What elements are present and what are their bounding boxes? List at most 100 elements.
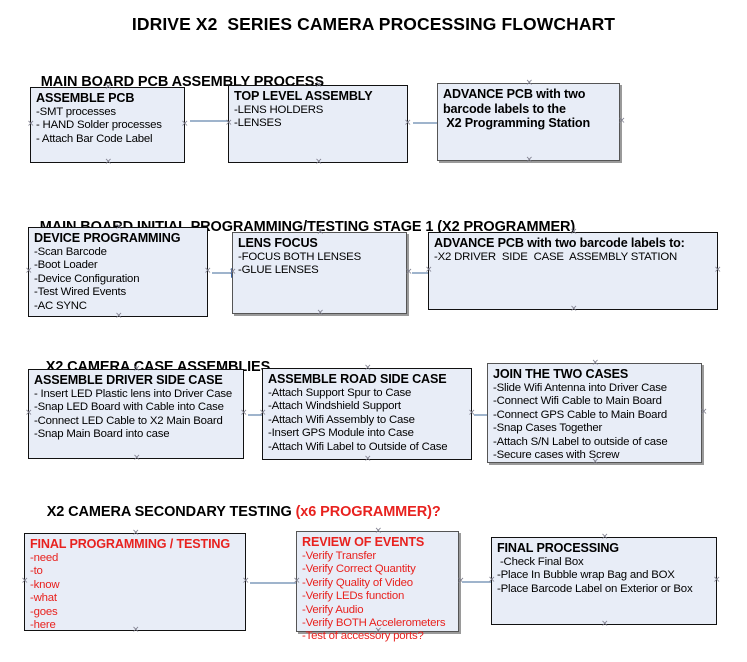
resize-handle-bottom[interactable] bbox=[601, 621, 608, 628]
box-line: -goes bbox=[30, 605, 58, 618]
box-title: FINAL PROGRAMMING / TESTING bbox=[30, 537, 231, 551]
resize-handle-bottom[interactable] bbox=[115, 313, 122, 320]
resize-handle-right[interactable] bbox=[405, 269, 412, 276]
box-line: -AC SYNC bbox=[34, 299, 87, 312]
resize-handle-bottom[interactable] bbox=[526, 157, 533, 164]
resize-handle-right[interactable] bbox=[714, 267, 721, 274]
box-line: -what bbox=[30, 592, 57, 605]
box-line: - HAND Solder processes bbox=[36, 119, 162, 132]
flow-box-assemble-pcb[interactable]: ASSEMBLE PCB -SMT processes - HAND Solde… bbox=[30, 87, 185, 163]
resize-handle-right[interactable] bbox=[181, 121, 188, 128]
box-line: -GLUE LENSES bbox=[238, 264, 319, 277]
flow-box-advance-pcb-to-driver-side-case[interactable]: ADVANCE PCB with two barcode labels to: … bbox=[428, 232, 718, 310]
box-line: -Attach Windshield Support bbox=[268, 400, 401, 413]
box-line: -Place In Bubble wrap Bag and BOX bbox=[497, 569, 675, 582]
box-line: -Verify BOTH Accelerometers bbox=[302, 617, 446, 630]
resize-handle-top[interactable] bbox=[601, 534, 608, 541]
box-title: ADVANCE PCB with two barcode labels to: bbox=[434, 236, 685, 250]
box-line: -Verify Transfer bbox=[302, 549, 377, 562]
box-line: -Attach S/N Label to outside of case bbox=[493, 435, 668, 448]
resize-handle-right[interactable] bbox=[700, 409, 707, 416]
flow-box-join-the-two-cases[interactable]: JOIN THE TWO CASES -Slide Wifi Antenna i… bbox=[487, 363, 702, 463]
box-title: DEVICE PROGRAMMING bbox=[34, 231, 181, 245]
resize-handle-top[interactable] bbox=[364, 365, 371, 372]
box-line: -Snap Cases Together bbox=[493, 422, 603, 435]
box-line: -Insert GPS Module into Case bbox=[268, 427, 414, 440]
flow-box-advance-pcb-to-programming-station[interactable]: ADVANCE PCB with two barcode labels to t… bbox=[437, 83, 620, 161]
box-line: -Verify LEDs function bbox=[302, 590, 405, 603]
section-heading-accent: (x6 PROGRAMMER)? bbox=[295, 504, 441, 520]
resize-handle-right[interactable] bbox=[713, 577, 720, 584]
box-line: -X2 DRIVER SIDE CASE ASSEMBLY STATION bbox=[434, 250, 678, 263]
box-line: -LENS HOLDERS bbox=[234, 103, 324, 116]
box-line: -Boot Loader bbox=[34, 259, 98, 272]
box-line: - Attach Bar Code Label bbox=[36, 132, 153, 145]
box-title: FINAL PROCESSING bbox=[497, 541, 619, 555]
box-line: -need bbox=[30, 551, 59, 564]
box-line: -Verify Audio bbox=[302, 603, 364, 616]
connector-arrow-review-of-events-to-final-processing bbox=[462, 577, 501, 587]
box-line: -Connect LED Cable to X2 Main Board bbox=[34, 414, 223, 427]
connector-arrow-final-programming-to-review-of-events bbox=[250, 578, 305, 588]
flow-box-assemble-driver-side-case[interactable]: ASSEMBLE DRIVER SIDE CASE - Insert LED P… bbox=[28, 369, 244, 459]
box-line: -Scan Barcode bbox=[34, 245, 107, 258]
box-line: -Attach Support Spur to Case bbox=[268, 386, 412, 399]
resize-handle-left[interactable] bbox=[25, 410, 32, 417]
box-line: -Check Final Box bbox=[497, 555, 584, 568]
box-line: -Connect GPS Cable to Main Board bbox=[493, 408, 668, 421]
box-line: -Verify Quality of Video bbox=[302, 576, 413, 589]
box-line: -Slide Wifi Antenna into Driver Case bbox=[493, 381, 667, 394]
box-line: -FOCUS BOTH LENSES bbox=[238, 250, 361, 263]
flow-box-assemble-road-side-case[interactable]: ASSEMBLE ROAD SIDE CASE -Attach Support … bbox=[262, 368, 472, 460]
box-line: -Test Wired Events bbox=[34, 286, 126, 299]
resize-handle-bottom[interactable] bbox=[570, 306, 577, 313]
flow-box-final-programming-testing[interactable]: FINAL PROGRAMMING / TESTING -need -to -k… bbox=[24, 533, 246, 631]
flow-box-lens-focus[interactable]: LENS FOCUS -FOCUS BOTH LENSES -GLUE LENS… bbox=[232, 232, 407, 314]
flow-box-device-programming[interactable]: DEVICE PROGRAMMING -Scan Barcode -Boot L… bbox=[28, 227, 208, 317]
resize-handle-top[interactable] bbox=[592, 360, 599, 367]
box-line: -Connect Wifi Cable to Main Board bbox=[493, 395, 662, 408]
box-line: -Verify Correct Quantity bbox=[302, 563, 416, 576]
box-line: -know bbox=[30, 578, 60, 591]
box-title: TOP LEVEL ASSEMBLY bbox=[234, 89, 373, 103]
box-line: -Place Barcode Label on Exterior or Box bbox=[497, 582, 693, 595]
box-line: -to bbox=[30, 565, 43, 578]
resize-handle-bottom[interactable] bbox=[317, 310, 324, 317]
box-title: ADVANCE PCB with two bbox=[443, 87, 586, 101]
section-heading-x2-camera-secondary-testing: X2 CAMERA SECONDARY TESTING (x6 PROGRAMM… bbox=[31, 488, 441, 536]
box-line: -Snap LED Board with Cable into Case bbox=[34, 401, 224, 414]
box-title: ASSEMBLE DRIVER SIDE CASE bbox=[34, 373, 223, 387]
box-title: ASSEMBLE PCB bbox=[36, 91, 135, 105]
resize-handle-left[interactable] bbox=[25, 268, 32, 275]
flow-box-top-level-assembly[interactable]: TOP LEVEL ASSEMBLY -LENS HOLDERS -LENSES bbox=[228, 85, 408, 163]
box-line: -SMT processes bbox=[36, 105, 116, 118]
resize-handle-bottom[interactable] bbox=[105, 159, 112, 166]
box-title: LENS FOCUS bbox=[238, 236, 318, 250]
box-title-line2: barcode labels to the bbox=[443, 101, 566, 116]
resize-handle-right[interactable] bbox=[618, 118, 625, 125]
box-title: JOIN THE TWO CASES bbox=[493, 367, 629, 381]
flow-box-review-of-events[interactable]: REVIEW OF EVENTS -Verify Transfer -Verif… bbox=[296, 531, 459, 642]
resize-handle-right[interactable] bbox=[240, 410, 247, 417]
resize-handle-left[interactable] bbox=[21, 578, 28, 585]
flow-box-final-processing[interactable]: FINAL PROCESSING -Check Final Box -Place… bbox=[491, 537, 717, 625]
resize-handle-left[interactable] bbox=[27, 121, 34, 128]
box-line: -Snap Main Board into case bbox=[34, 428, 170, 441]
box-title-line3: X2 Programming Station bbox=[443, 116, 590, 130]
resize-handle-bottom[interactable] bbox=[364, 456, 371, 463]
box-line: -Attach Wifi Label to Outside of Case bbox=[268, 440, 448, 453]
box-title: REVIEW OF EVENTS bbox=[302, 535, 425, 549]
resize-handle-right[interactable] bbox=[204, 268, 211, 275]
box-line: -Attach Wifi Assembly to Case bbox=[268, 413, 415, 426]
resize-handle-right[interactable] bbox=[404, 120, 411, 127]
resize-handle-bottom[interactable] bbox=[315, 159, 322, 166]
connector-arrow-device-programming-to-lens-focus bbox=[212, 268, 239, 278]
section-heading-text: X2 CAMERA SECONDARY TESTING bbox=[46, 504, 296, 520]
page-title: IDRIVE X2 SERIES CAMERA PROCESSING FLOWC… bbox=[131, 14, 616, 34]
box-line: -Device Configuration bbox=[34, 272, 140, 285]
resize-handle-top[interactable] bbox=[526, 80, 533, 87]
resize-handle-right[interactable] bbox=[242, 578, 249, 585]
box-title: ASSEMBLE ROAD SIDE CASE bbox=[268, 372, 447, 386]
resize-handle-bottom[interactable] bbox=[133, 455, 140, 462]
